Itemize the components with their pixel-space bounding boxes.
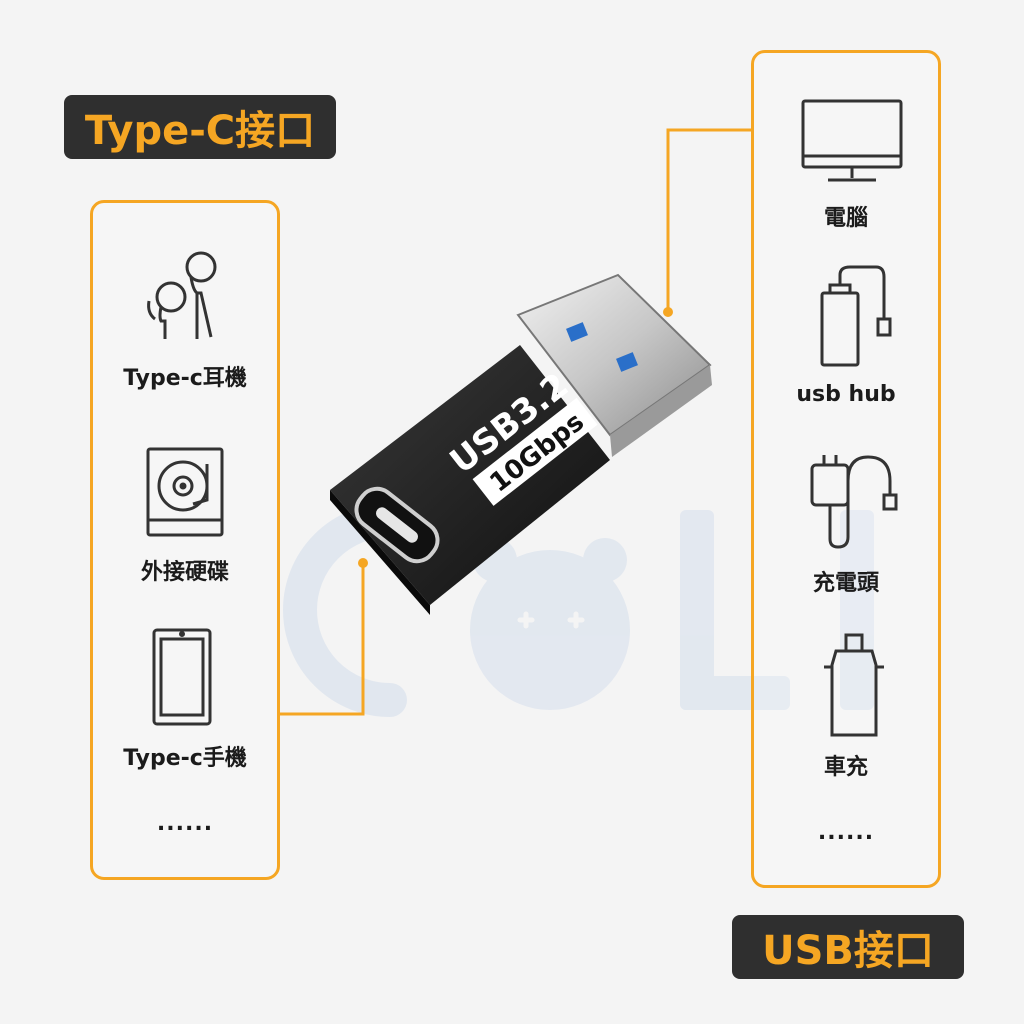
type-c-devices-panel: Type-c耳機 外接硬碟 Type-c手機 ...... (90, 200, 280, 880)
usb-hub-icon (820, 265, 892, 367)
brand-watermark (283, 503, 874, 717)
usb-hub-label: usb hub (796, 382, 896, 407)
usb-devices-panel: 電腦 usb hub 充電頭 車充 ...... (751, 50, 941, 888)
more-usb-devices-ellipsis: ...... (817, 820, 875, 845)
car-charger-label: 車充 (823, 755, 868, 780)
hard-drive-icon (146, 447, 224, 537)
type-c-phone-label: Type-c手機 (123, 746, 247, 771)
smartphone-icon (152, 628, 212, 726)
type-c-earphones-label: Type-c耳機 (123, 366, 247, 391)
type-c-port-heading: Type-C接口 (64, 95, 336, 159)
charger-head-label: 充電頭 (812, 571, 879, 596)
usb-to-type-c-adapter-image: USB3.2 10Gbps (330, 273, 712, 615)
computer-label: 電腦 (823, 206, 868, 231)
usb-port-heading: USB接口 (732, 915, 964, 979)
more-devices-ellipsis: ...... (156, 811, 214, 836)
car-charger-icon (824, 633, 884, 737)
monitor-icon (801, 99, 903, 182)
charger-icon (810, 455, 898, 549)
external-hard-drive-label: 外接硬碟 (140, 560, 229, 585)
earphones-icon (147, 251, 217, 339)
